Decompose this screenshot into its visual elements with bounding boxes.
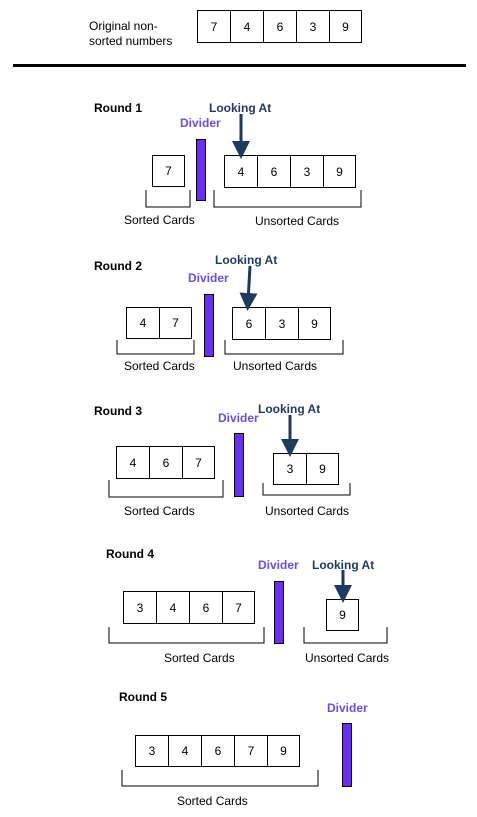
sorted-cards-label: Sorted Cards: [124, 504, 195, 518]
sorted-cards-label: Sorted Cards: [177, 794, 248, 808]
looking-at-label: Looking At: [312, 558, 375, 572]
looking-at-label: Looking At: [215, 253, 278, 267]
unsorted-card: 6: [257, 155, 291, 188]
divider-bar: [342, 723, 352, 787]
round-title: Round 4: [106, 547, 154, 561]
unsorted-cards-label: Unsorted Cards: [265, 504, 350, 518]
original-card: 3: [296, 10, 330, 43]
unsorted-card: 9: [298, 307, 331, 340]
sorted-bracket: [121, 770, 319, 787]
looking-at-label: Looking At: [209, 101, 272, 115]
unsorted-card: 9: [326, 599, 359, 631]
sorted-cards-label: Sorted Cards: [164, 651, 235, 665]
divider-label: Divider: [180, 116, 221, 130]
divider-bar: [274, 581, 284, 644]
round-title: Round 1: [94, 101, 142, 115]
sorted-card: 6: [149, 446, 183, 479]
sorted-bracket: [108, 627, 265, 644]
original-label-line1: Original non-: [89, 19, 158, 33]
divider-bar: [204, 294, 214, 357]
original-card: 7: [197, 10, 231, 43]
unsorted-card: 9: [306, 453, 339, 485]
divider-label: Divider: [258, 558, 299, 572]
unsorted-card: 9: [323, 155, 356, 188]
divider-bar: [234, 433, 244, 497]
round-title: Round 3: [94, 404, 142, 418]
sorted-card: 7: [234, 735, 268, 767]
looking-at-label: Looking At: [258, 402, 321, 416]
unsorted-bracket: [262, 483, 351, 496]
sorted-card: 3: [135, 735, 169, 767]
unsorted-cards-label: Unsorted Cards: [305, 651, 390, 665]
sorted-card: 7: [159, 307, 192, 339]
sorted-bracket: [108, 480, 224, 498]
sorted-card: 7: [222, 591, 255, 624]
unsorted-card: 4: [224, 155, 258, 188]
sorted-card: 4: [156, 591, 190, 624]
original-card: 4: [230, 10, 264, 43]
original-card: 9: [329, 10, 362, 43]
divider-label: Divider: [327, 701, 368, 715]
original-card: 6: [263, 10, 297, 43]
unsorted-cards-label: Unsorted Cards: [255, 214, 340, 228]
unsorted-bracket: [303, 627, 388, 644]
unsorted-card: 3: [265, 307, 299, 340]
sorted-card: 4: [168, 735, 202, 767]
sorted-card: 7: [152, 155, 185, 187]
unsorted-bracket: [213, 190, 362, 208]
unsorted-bracket: [224, 340, 344, 355]
separator-line: [13, 64, 466, 67]
divider-bar: [196, 139, 206, 201]
sorted-bracket: [145, 190, 191, 208]
sorted-card: 9: [267, 735, 300, 767]
divider-label: Divider: [218, 411, 259, 425]
sorted-bracket: [116, 340, 195, 355]
sorted-cards-label: Sorted Cards: [124, 359, 195, 373]
round-title: Round 5: [119, 690, 167, 704]
divider-label: Divider: [188, 271, 229, 285]
sorted-card: 7: [182, 446, 215, 479]
unsorted-card: 6: [232, 307, 266, 340]
sorted-card: 3: [123, 591, 157, 624]
unsorted-card: 3: [273, 453, 307, 485]
sorted-cards-label: Sorted Cards: [124, 213, 195, 227]
unsorted-cards-label: Unsorted Cards: [233, 359, 318, 373]
unsorted-card: 3: [290, 155, 324, 188]
sorted-card: 6: [189, 591, 223, 624]
round-title: Round 2: [94, 259, 142, 273]
looking-at-arrow: [239, 265, 258, 311]
original-label-line2: sorted numbers: [89, 34, 173, 48]
